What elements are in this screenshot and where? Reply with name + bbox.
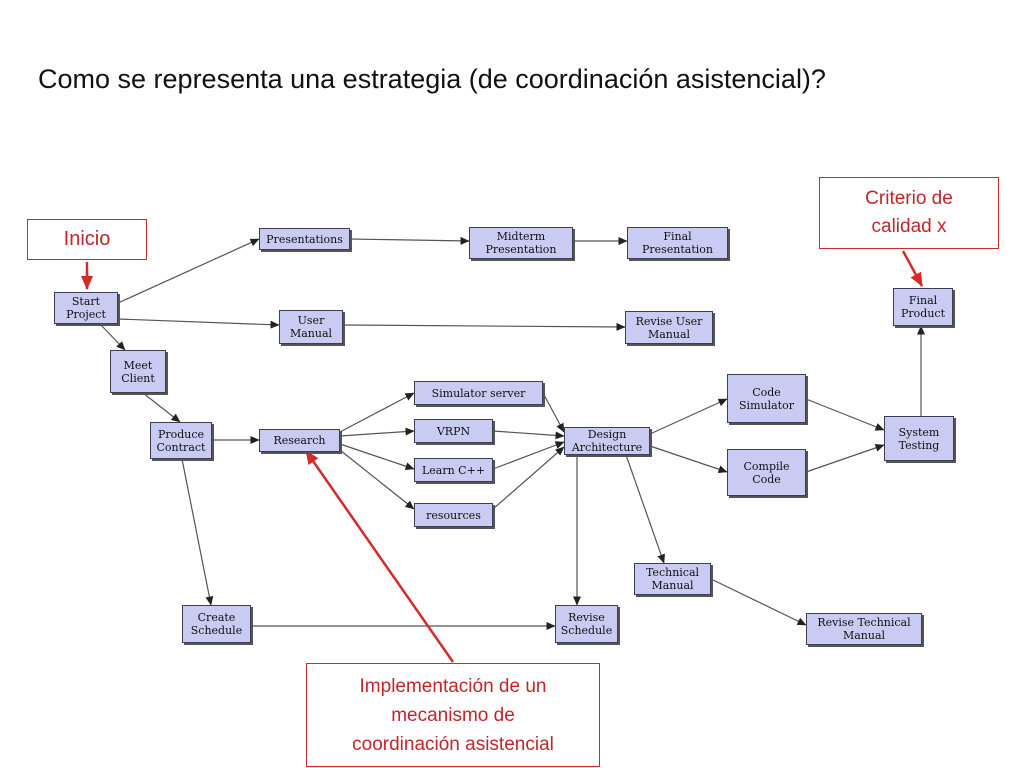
node-start-project: Start Project: [54, 292, 118, 324]
edge-start-presentations: [117, 238, 260, 304]
node-revise-user-manual: Revise User Manual: [625, 311, 713, 344]
edge-research-resources: [339, 449, 415, 510]
node-revise-technical-manual: Revise Technical Manual: [806, 613, 922, 645]
edge-design-compilecode: [649, 445, 728, 474]
node-produce-contract: Produce Contract: [150, 422, 212, 459]
node-create-schedule: Create Schedule: [182, 605, 251, 643]
callout-implementacion: Implementación de un mecanismo de coordi…: [306, 663, 600, 767]
node-design-architecture: Design Architecture: [564, 427, 650, 455]
edge-presentations-midterm: [349, 236, 470, 245]
callout-arrow-criterio: [901, 250, 924, 287]
edge-simulatorserver-design: [542, 392, 565, 433]
edge-research-vrpn: [339, 427, 415, 437]
edge-start-meetclient: [99, 323, 126, 351]
node-research: Research: [259, 429, 340, 452]
slide-title: Como se representa una estrategia (de co…: [38, 64, 826, 94]
node-user-manual: User Manual: [279, 310, 343, 344]
node-final-product: Final Product: [893, 288, 953, 326]
edge-design-technicalmanual: [625, 454, 665, 564]
callout-implementacion-text: Implementación de un mecanismo de coordi…: [352, 675, 554, 755]
callout-criterio-text: Criterio de calidad x: [865, 188, 953, 237]
node-resources: resources: [414, 503, 493, 527]
callout-inicio: Inicio: [27, 219, 147, 260]
callout-criterio-calidad: Criterio de calidad x: [819, 177, 999, 249]
node-compile-code: Compile Code: [727, 449, 806, 496]
node-revise-schedule: Revise Schedule: [555, 605, 618, 643]
edge-learncpp-design: [492, 441, 565, 470]
callout-arrow-implementacion: [304, 450, 455, 663]
edge-codesimulator-systemtesting: [805, 398, 885, 431]
edge-technicalmanual-revisetechnicalmanual: [710, 578, 807, 626]
node-technical-manual: Technical Manual: [634, 563, 711, 595]
edge-start-usermanual: [117, 318, 280, 329]
node-midterm-presentation: Midterm Presentation: [469, 227, 573, 259]
node-simulator-server: Simulator server: [414, 381, 543, 405]
node-presentations: Presentations: [259, 228, 350, 250]
edge-compilecode-systemtesting: [805, 444, 885, 473]
node-code-simulator: Code Simulator: [727, 374, 806, 423]
edge-producecontract-createschedule: [181, 458, 214, 606]
node-vrpn: VRPN: [414, 419, 493, 443]
edge-meetclient-producecontract: [142, 392, 181, 423]
callout-inicio-text: Inicio: [63, 228, 111, 250]
edge-usermanual-reviseusermanual: [342, 322, 626, 331]
node-learn-cpp: Learn C++: [414, 458, 493, 482]
edge-research-learncpp: [339, 443, 415, 471]
edge-resources-design: [492, 446, 565, 510]
node-system-testing: System Testing: [884, 416, 954, 461]
node-final-presentation: Final Presentation: [627, 227, 728, 259]
edge-design-codesimulator: [649, 398, 728, 435]
edge-research-simulatorserver: [339, 392, 415, 433]
node-meet-client: Meet Client: [110, 350, 166, 393]
edge-vrpn-design: [492, 430, 565, 440]
